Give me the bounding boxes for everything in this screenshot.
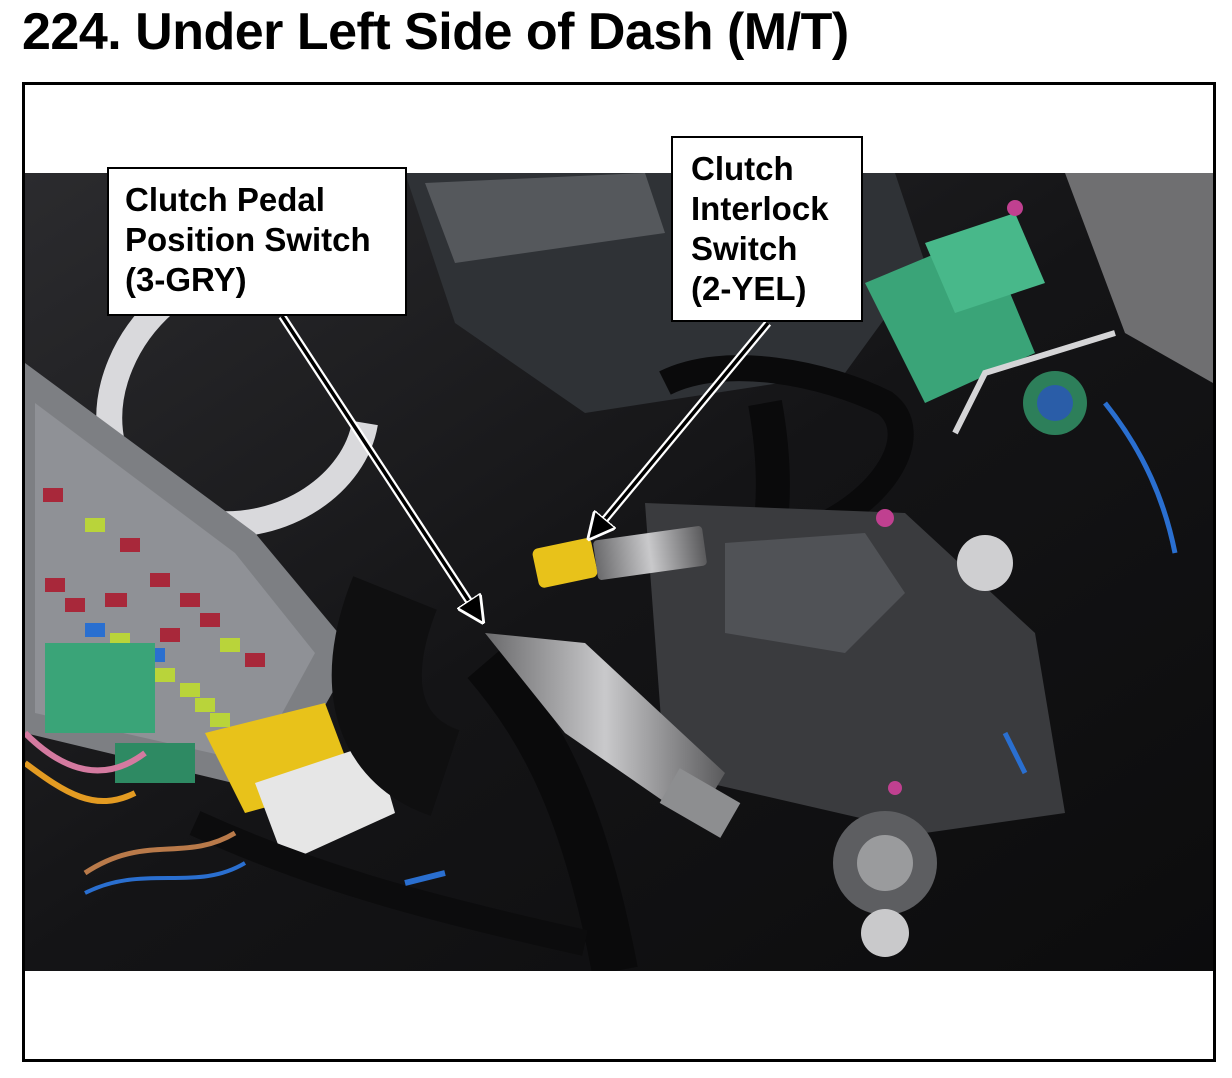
callout-line: (2-YEL) [691, 270, 807, 307]
callout-clutch-pedal-position-switch: Clutch Pedal Position Switch (3-GRY) [107, 167, 407, 316]
callout-line: Interlock [691, 190, 829, 227]
page-title: 224. Under Left Side of Dash (M/T) [22, 3, 849, 61]
callout-clutch-interlock-switch: Clutch Interlock Switch (2-YEL) [671, 136, 863, 322]
callout-line: Switch [691, 230, 798, 267]
callout-line: Clutch [691, 150, 794, 187]
callout-line: Position Switch [125, 221, 371, 258]
callout-line: Clutch Pedal [125, 181, 325, 218]
callout-line: (3-GRY) [125, 261, 247, 298]
